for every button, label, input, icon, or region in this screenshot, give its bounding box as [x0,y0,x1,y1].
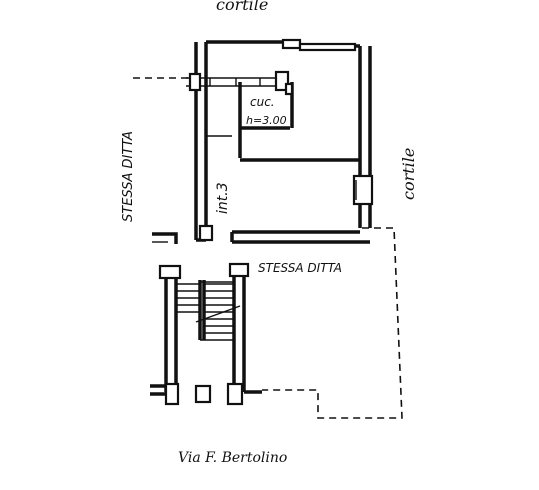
property-boundary [133,77,403,419]
kitchen-label: cuc. [250,95,275,109]
windows [198,38,374,242]
left-same-company-label: STESSA DITTA [121,131,136,222]
unit-label: int.3 [215,182,231,214]
right-courtyard-label: cortile [399,148,418,200]
kitchen-height-label: h=3.00 [246,114,287,127]
staircase [150,262,262,406]
left-pillar [152,232,178,244]
balcony [186,70,290,92]
street-label: Via F. Bertolino [178,450,287,466]
top-courtyard-label: cortile [216,0,268,14]
right-same-company-label: STESSA DITTA [258,261,342,275]
